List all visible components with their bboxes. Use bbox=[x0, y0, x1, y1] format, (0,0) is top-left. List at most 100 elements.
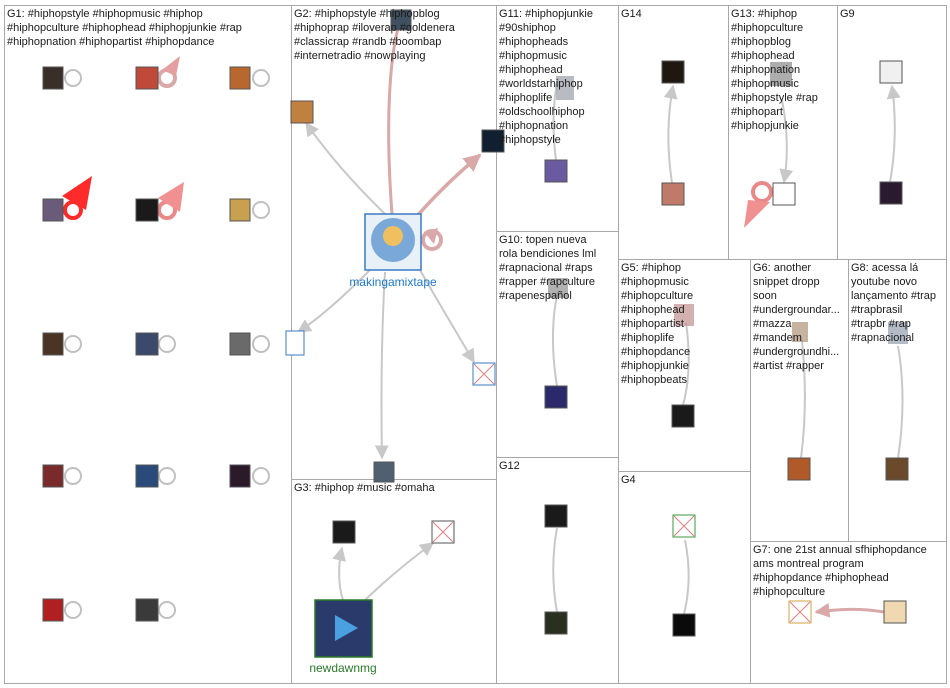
edge bbox=[332, 546, 346, 601]
group-label-g10-line: G10: topen nueva bbox=[499, 234, 587, 246]
group-boxes bbox=[4, 5, 947, 684]
user-avatar[interactable] bbox=[772, 182, 796, 206]
user-avatar[interactable] bbox=[661, 182, 685, 206]
user-avatar[interactable] bbox=[888, 322, 908, 344]
group-label-g11-line: #hiphopnation bbox=[499, 120, 568, 132]
user-avatar[interactable] bbox=[481, 129, 505, 153]
group-label-g10-line: #rapnacional #raps bbox=[499, 262, 593, 274]
user-avatar[interactable] bbox=[373, 461, 395, 483]
group-label-g5-line: G5: #hiphop bbox=[621, 262, 681, 274]
edge bbox=[296, 269, 371, 333]
user-avatar[interactable] bbox=[229, 332, 251, 356]
group-box-g9 bbox=[837, 5, 947, 260]
user-avatar[interactable] bbox=[879, 60, 903, 84]
self-loop bbox=[64, 69, 82, 87]
group-label-g6-line: #mandem bbox=[753, 332, 802, 344]
group-label-g11-line: #hiphoplife bbox=[499, 92, 552, 104]
group-label-g11-line: #oldschoolhiphop bbox=[499, 106, 585, 118]
group-label-g8-line: lançamento #trap bbox=[851, 290, 936, 302]
user-avatar[interactable] bbox=[674, 304, 694, 326]
self-loop-arrow bbox=[162, 56, 180, 76]
user-avatar[interactable] bbox=[285, 330, 305, 356]
group-label-g10-line: #rapenespañol bbox=[499, 290, 572, 302]
user-avatar[interactable] bbox=[229, 66, 251, 90]
edge bbox=[814, 602, 885, 618]
group-label-g3-line: G3: #hiphop #music #omaha bbox=[294, 482, 436, 494]
group-label-g5-line: #hiphopjunkie bbox=[621, 360, 689, 372]
user-avatar[interactable] bbox=[883, 600, 907, 624]
user-avatar[interactable] bbox=[672, 613, 696, 637]
group-label-g7-line: G7: one 21st annual sfhiphopdance bbox=[753, 544, 927, 556]
group-label-g13-line: #hiphopblog bbox=[731, 36, 791, 48]
user-avatar[interactable] bbox=[544, 385, 568, 409]
missing-image-icon bbox=[432, 521, 454, 543]
group-label-g6-line: soon bbox=[753, 290, 777, 302]
edge bbox=[779, 99, 794, 184]
user-avatar[interactable] bbox=[42, 332, 64, 356]
group-label-g13-line: #hiphophead bbox=[731, 50, 795, 62]
user-avatar[interactable] bbox=[229, 464, 251, 488]
edge bbox=[663, 84, 678, 184]
user-avatar[interactable] bbox=[770, 62, 792, 86]
edge bbox=[359, 542, 435, 606]
group-label-g10-line: rola bendiciones lml bbox=[499, 248, 596, 260]
user-avatar[interactable] bbox=[135, 198, 159, 222]
user-avatar[interactable] bbox=[42, 598, 64, 622]
user-avatar[interactable] bbox=[556, 76, 574, 100]
group-label-g7-line: ams montreal program bbox=[753, 558, 864, 570]
self-loop bbox=[64, 335, 82, 353]
user-avatar[interactable] bbox=[544, 611, 568, 635]
missing-image-icon bbox=[789, 601, 811, 623]
group-label-g5-line: #hiphophead bbox=[621, 304, 685, 316]
user-avatar[interactable] bbox=[42, 66, 64, 90]
group-label-g13-line: G13: #hiphop bbox=[731, 8, 797, 20]
self-loop-arrow bbox=[158, 182, 184, 212]
missing-avatar-crosses bbox=[432, 363, 811, 623]
group-label-g4-line: G4 bbox=[621, 474, 636, 486]
user-avatar[interactable] bbox=[792, 322, 808, 342]
user-avatar[interactable] bbox=[229, 198, 251, 222]
user-avatar[interactable] bbox=[390, 9, 412, 31]
group-label-g8-line: #trapbr #rap bbox=[851, 318, 911, 330]
user-avatar[interactable] bbox=[661, 60, 685, 84]
group-label-g5-line: #hiphopmusic bbox=[621, 276, 689, 288]
self-loop-arrow bbox=[62, 176, 92, 210]
user-avatar[interactable] bbox=[332, 520, 356, 544]
user-avatar[interactable] bbox=[544, 504, 568, 528]
edge bbox=[682, 322, 690, 406]
user-avatar[interactable] bbox=[787, 457, 811, 481]
user-avatar[interactable] bbox=[135, 332, 159, 356]
group-label-g11-line: #hiphophead bbox=[499, 64, 563, 76]
group-label-g6-line: #undergroundhi... bbox=[753, 346, 839, 358]
edges bbox=[296, 27, 904, 618]
user-avatar[interactable] bbox=[544, 159, 568, 183]
user-avatar[interactable] bbox=[42, 464, 64, 488]
self-loop-arrow bbox=[424, 228, 438, 244]
group-label-g11-line: #hiphopheads bbox=[499, 36, 569, 48]
user-avatar[interactable] bbox=[885, 457, 909, 481]
group-label-g6-line: #undergroundar... bbox=[753, 304, 840, 316]
group-label-g2-line: #internetradio #nowplaying bbox=[294, 50, 425, 62]
user-avatar[interactable] bbox=[671, 404, 695, 428]
self-loop bbox=[158, 601, 176, 619]
user-avatar[interactable] bbox=[290, 100, 314, 124]
self-loop-arrows bbox=[62, 56, 770, 244]
group-label-g6-line: #artist #rapper bbox=[753, 360, 824, 372]
group-label-g8-line: #rapnacional bbox=[851, 332, 914, 344]
group-label-g5-line: #hiphopbeats bbox=[621, 374, 688, 386]
user-avatar[interactable] bbox=[135, 464, 159, 488]
group-label-g11-line: G11: #hiphopjunkie bbox=[499, 8, 593, 20]
user-avatar[interactable] bbox=[135, 598, 159, 622]
edge bbox=[387, 27, 400, 215]
group-label-g9-line: G9 bbox=[840, 8, 855, 20]
user-avatar[interactable] bbox=[42, 198, 64, 222]
edge bbox=[683, 539, 690, 615]
edge bbox=[552, 291, 559, 387]
user-avatar[interactable] bbox=[879, 181, 903, 205]
edge bbox=[305, 121, 386, 215]
self-loops bbox=[63, 68, 773, 619]
user-avatar[interactable] bbox=[135, 66, 159, 90]
group-label-g6-line: #mazza bbox=[753, 318, 792, 330]
edge bbox=[552, 527, 558, 613]
user-avatar[interactable] bbox=[548, 278, 568, 298]
